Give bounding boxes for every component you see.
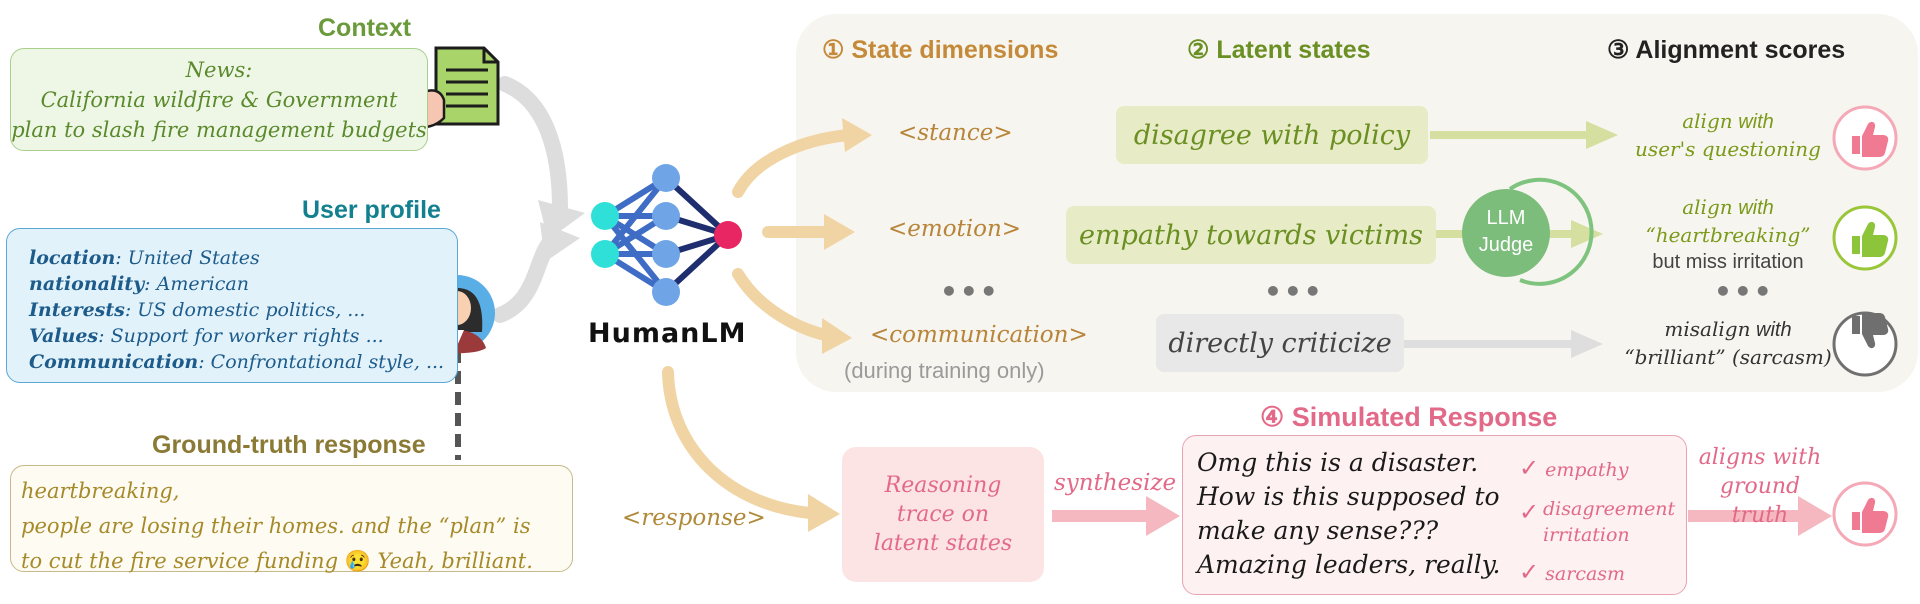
latent-state-emotion: empathy towards victims — [1066, 206, 1436, 264]
reasoning-line-2: trace on — [896, 502, 990, 527]
check-empathy: ✓ empathy — [1519, 454, 1629, 482]
judge-ring — [1508, 177, 1594, 286]
news-label: News: — [185, 57, 253, 82]
check-icon: ✓ — [1519, 558, 1540, 586]
stance-score-arrowhead — [1586, 121, 1618, 149]
final-arrowhead — [1798, 496, 1832, 536]
thumbs-down-gray-icon — [1832, 311, 1898, 377]
score-communication: misalign with “brilliant” (sarcasm) — [1624, 317, 1832, 369]
score-stance: align with user's questioning — [1635, 109, 1821, 161]
arrowhead-stance — [842, 118, 872, 152]
arrowhead-reasoning — [808, 494, 840, 532]
latent-ellipsis: ••• — [1264, 275, 1324, 308]
document-icon — [414, 46, 500, 129]
simulated-line-2: How is this supposed to — [1197, 482, 1500, 511]
check-icon: ✓ — [1519, 498, 1540, 526]
arrow-to-communication — [732, 268, 836, 342]
llm-judge-line-2: Judge — [1478, 234, 1534, 256]
simulated-response-text: Omg this is a disaster. How is this supp… — [1197, 446, 1500, 582]
context-box: News: California wildfire & Government p… — [10, 48, 428, 151]
check-icon: ✓ — [1519, 454, 1540, 482]
ground-truth-line-2: people are losing their homes. and the “… — [21, 514, 531, 538]
thumbs-up-green-icon — [1832, 205, 1898, 271]
simulated-response-box: Omg this is a disaster. How is this supp… — [1182, 435, 1687, 595]
latent-state-communication: directly criticize — [1156, 314, 1404, 372]
check-sarcasm: ✓ sarcasm — [1519, 558, 1626, 586]
response-tag: <response> — [622, 505, 766, 531]
news-line-1: California wildfire & Government — [40, 87, 398, 112]
emotion-score-arrowhead — [1571, 220, 1603, 248]
profile-field-location: location: United States — [29, 247, 260, 269]
simulated-line-4: Amazing leaders, really. — [1197, 550, 1501, 579]
final-alignment-label: aligns with ground truth — [1698, 445, 1822, 528]
ground-truth-box: heartbreaking, people are losing their h… — [10, 465, 573, 573]
synthesize-arrowhead — [1146, 496, 1180, 536]
llm-judge-label: LLM Judge — [1462, 205, 1550, 259]
header-alignment-scores: ③ Alignment scores — [1607, 36, 1846, 64]
dimension-emotion: <emotion> — [888, 216, 1022, 242]
profile-field-communication: Communication: Confrontational style, ..… — [29, 351, 445, 373]
header-simulated-response: ④ Simulated Response — [1260, 402, 1558, 432]
news-line-2: plan to slash fire management budgets — [11, 117, 427, 142]
score-ellipsis: ••• — [1714, 275, 1774, 308]
profile-field-interests: Interests: US domestic politics, ... — [29, 299, 366, 321]
header-latent-states: ② Latent states — [1187, 36, 1371, 64]
user-profile-box: location: United States nationality: Ame… — [6, 228, 458, 383]
ground-truth-title: Ground-truth response — [152, 431, 426, 459]
communication-score-arrowhead — [1571, 330, 1603, 358]
user-profile-title: User profile — [302, 196, 441, 224]
reasoning-line-3: latent states — [873, 531, 1013, 556]
arrowhead-emotion — [824, 214, 855, 250]
dimension-communication: <communication> — [870, 322, 1088, 348]
simulated-line-1: Omg this is a disaster. — [1197, 448, 1479, 477]
context-title: Context — [318, 14, 412, 42]
dimension-ellipsis: ••• — [940, 275, 1000, 308]
profile-arrowhead — [540, 222, 580, 262]
model-name: HumanLM — [588, 318, 747, 349]
judge-badge — [1462, 189, 1550, 277]
context-arrow — [497, 76, 568, 216]
score-emotion: align with “heartbreaking” but miss irri… — [1645, 195, 1811, 273]
ground-truth-line-1: heartbreaking, — [21, 479, 180, 503]
reasoning-box: Reasoning trace on latent states — [842, 447, 1044, 582]
llm-judge-line-1: LLM — [1486, 207, 1526, 229]
reasoning-line-1: Reasoning — [884, 473, 1002, 498]
neural-network-icon — [591, 164, 742, 306]
synthesize-label: synthesize — [1054, 470, 1177, 496]
arrow-to-stance — [732, 129, 854, 198]
check-disagreement-irritation: disagreement irritation — [1543, 498, 1676, 546]
thumbs-up-pink-icon — [1832, 105, 1898, 171]
profile-field-values: Values: Support for worker rights ... — [29, 325, 384, 347]
crying-emoji: 😢 — [344, 549, 371, 573]
profile-field-nationality: nationality: American — [29, 273, 249, 295]
arrowhead-communication — [822, 318, 852, 354]
arrow-to-reasoning — [662, 366, 816, 519]
ground-truth-line-3: to cut the fire service funding 😢 Yeah, … — [21, 549, 533, 573]
dimension-stance: <stance> — [898, 120, 1013, 146]
header-state-dimensions: ① State dimensions — [822, 36, 1059, 64]
thumbs-up-pink-final-icon — [1832, 481, 1898, 547]
during-training-note: (during training only) — [844, 358, 1045, 383]
latent-state-stance: disagree with policy — [1116, 106, 1428, 164]
simulated-line-3: make any sense??? — [1197, 516, 1439, 545]
